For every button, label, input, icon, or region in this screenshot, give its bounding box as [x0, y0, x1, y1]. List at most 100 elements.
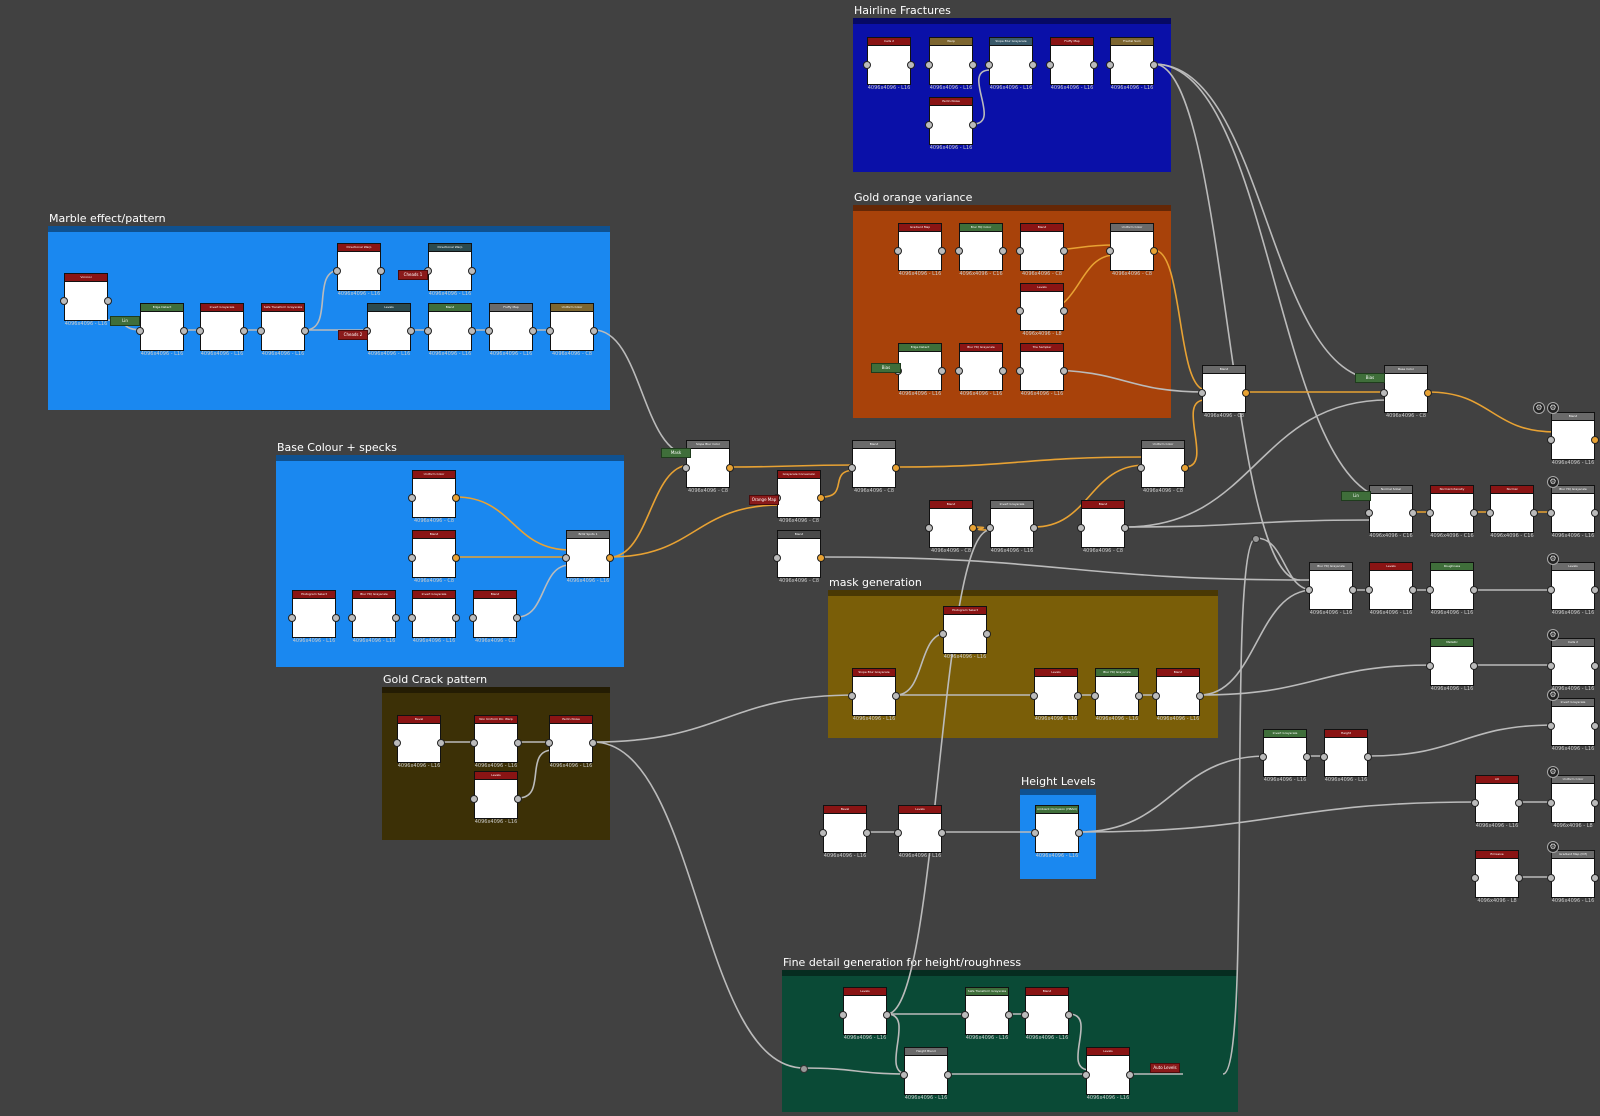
input-port[interactable] [60, 297, 68, 305]
input-port[interactable] [682, 464, 690, 472]
output-port[interactable] [332, 614, 340, 622]
input-port[interactable] [819, 829, 827, 837]
output-port[interactable] [1075, 829, 1083, 837]
input-port[interactable] [196, 327, 204, 335]
output-port[interactable] [1530, 509, 1538, 517]
reroute-dot[interactable] [800, 1065, 808, 1073]
output-port[interactable] [1196, 692, 1204, 700]
output-port[interactable] [1242, 389, 1250, 397]
output-port[interactable] [999, 367, 1007, 375]
output-port[interactable] [969, 61, 977, 69]
input-port[interactable] [1030, 692, 1038, 700]
input-port[interactable] [424, 327, 432, 335]
output-port[interactable] [1090, 61, 1098, 69]
input-port[interactable] [863, 61, 871, 69]
input-port[interactable] [925, 121, 933, 129]
input-port[interactable] [1547, 662, 1555, 670]
output-port[interactable] [240, 327, 248, 335]
input-port[interactable] [1016, 247, 1024, 255]
output-port[interactable] [1074, 692, 1082, 700]
input-port[interactable] [1305, 586, 1313, 594]
gear-icon[interactable]: ⚙ [1547, 766, 1559, 778]
input-port[interactable] [1137, 464, 1145, 472]
gear-icon[interactable]: ⚙ [1547, 841, 1559, 853]
comment-tag[interactable]: Lin [1341, 491, 1371, 501]
output-port[interactable] [938, 367, 946, 375]
comment-tag[interactable]: Lin [110, 316, 140, 326]
input-port[interactable] [848, 464, 856, 472]
output-port[interactable] [817, 554, 825, 562]
input-port[interactable] [546, 327, 554, 335]
input-port[interactable] [1016, 307, 1024, 315]
output-port[interactable] [1591, 799, 1599, 807]
input-port[interactable] [961, 1011, 969, 1019]
comment-tag[interactable]: Orange Map [749, 495, 779, 505]
gear-icon[interactable]: ⚙ [1533, 402, 1545, 414]
output-port[interactable] [1303, 753, 1311, 761]
output-port[interactable] [1030, 524, 1038, 532]
input-port[interactable] [136, 327, 144, 335]
input-port[interactable] [894, 247, 902, 255]
output-port[interactable] [1135, 692, 1143, 700]
output-port[interactable] [180, 327, 188, 335]
output-port[interactable] [589, 739, 597, 747]
output-port[interactable] [892, 464, 900, 472]
output-port[interactable] [452, 554, 460, 562]
output-port[interactable] [1424, 389, 1432, 397]
output-port[interactable] [969, 121, 977, 129]
input-port[interactable] [408, 614, 416, 622]
output-port[interactable] [1409, 509, 1417, 517]
output-port[interactable] [437, 739, 445, 747]
input-port[interactable] [955, 247, 963, 255]
comment-tag[interactable]: Bias [1355, 373, 1385, 383]
output-port[interactable] [452, 494, 460, 502]
output-port[interactable] [514, 739, 522, 747]
input-port[interactable] [470, 795, 478, 803]
input-port[interactable] [1471, 799, 1479, 807]
output-port[interactable] [1181, 464, 1189, 472]
gear-icon[interactable]: ⚙ [1547, 553, 1559, 565]
input-port[interactable] [1547, 436, 1555, 444]
comment-tag[interactable]: Bias [871, 363, 901, 373]
input-port[interactable] [1365, 586, 1373, 594]
gear-icon[interactable]: ⚙ [1547, 476, 1559, 488]
output-port[interactable] [1005, 1011, 1013, 1019]
input-port[interactable] [985, 61, 993, 69]
